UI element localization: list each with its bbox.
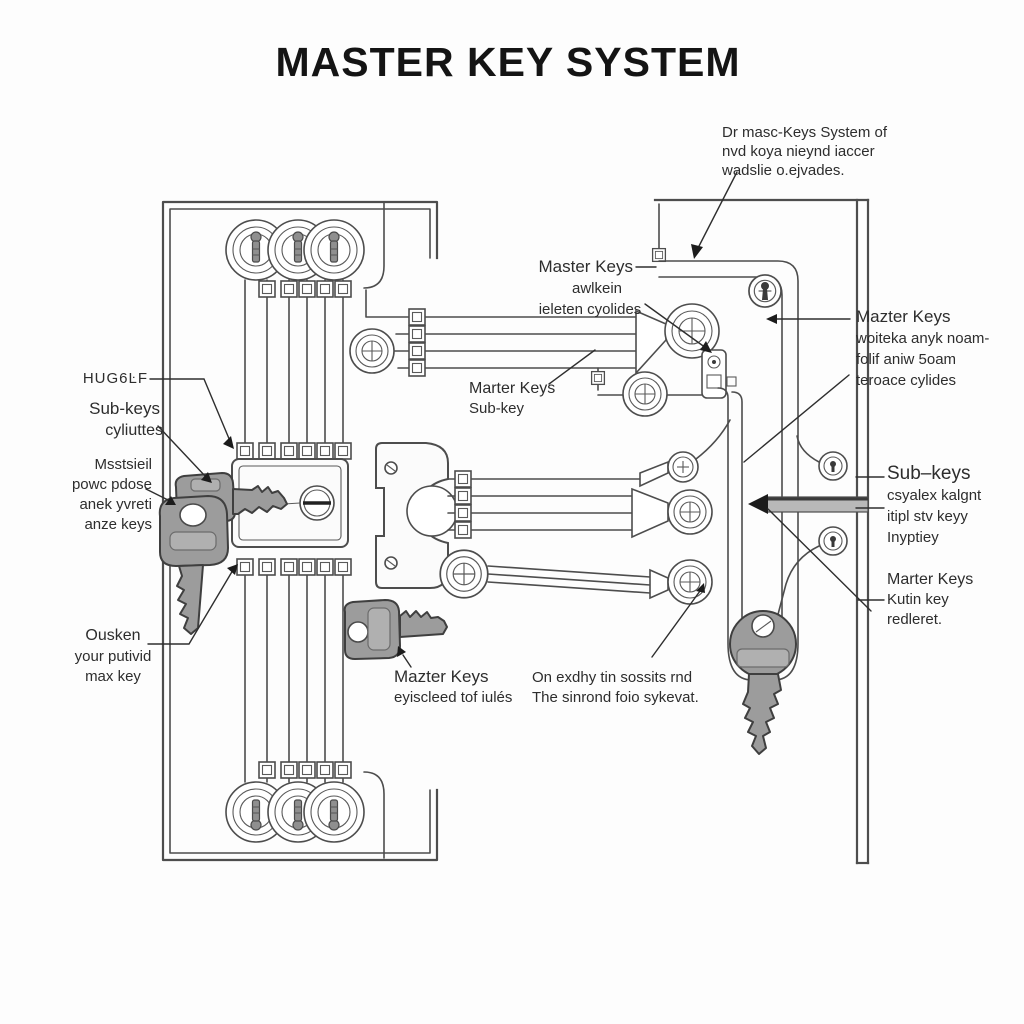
labels: MASTER KEY SYSTEM Dr masc-Keys System of… (72, 39, 989, 706)
svg-text:anek yvreti: anek yvreti (79, 496, 152, 513)
svg-text:redleret.: redleret. (887, 611, 942, 628)
page-title: MASTER KEY SYSTEM (275, 39, 740, 85)
wire-group-middle (447, 419, 731, 539)
label-hugelf: HUG6ĿF (83, 370, 148, 387)
svg-text:Marter Keys: Marter Keys (469, 380, 555, 397)
svg-text:Master Keys: Master Keys (539, 257, 633, 276)
svg-text:Inyptiey: Inyptiey (887, 529, 939, 546)
svg-text:cyliuttes: cyliuttes (105, 422, 163, 439)
label-sub-keys-right: Sub–keys csyalex kalgnt itipl stv keyy I… (887, 463, 982, 546)
svg-text:Kutin key: Kutin key (887, 591, 949, 608)
label-ousken: Ousken your putivid max key (75, 627, 152, 685)
svg-text:Marter Keys: Marter Keys (887, 571, 973, 588)
svg-text:folif aniw 5oam: folif aniw 5oam (856, 351, 956, 368)
svg-text:Mazter Keys: Mazter Keys (856, 307, 950, 326)
svg-text:HUG6ĿF: HUG6ĿF (83, 370, 148, 387)
svg-text:itipl stv keyy: itipl stv keyy (887, 508, 968, 525)
svg-text:csyalex kalgnt: csyalex kalgnt (887, 487, 982, 504)
key-vertical-left (158, 495, 229, 635)
svg-text:Sub-keys: Sub-keys (89, 399, 160, 418)
svg-text:wadslie o.ejvades.: wadslie o.ejvades. (721, 162, 845, 179)
svg-text:woiteka anyk noam-: woiteka anyk noam- (855, 330, 989, 347)
label-master-keys-top: Master Keys awlkein ieleten cyolides (539, 257, 642, 318)
label-marter-keys-right: Marter Keys Kutin key redleret. (887, 571, 973, 628)
svg-text:anze keys: anze keys (84, 516, 152, 533)
key-small-middle (343, 599, 448, 660)
key-hook-loops (225, 219, 365, 843)
svg-text:awlkein: awlkein (572, 280, 622, 297)
label-sub-keys-left: Sub-keys cyliuttes (89, 399, 163, 439)
junction-key-blade (748, 494, 869, 514)
svg-text:teroace cylides: teroace cylides (856, 372, 956, 389)
key-large-right (729, 610, 797, 755)
svg-text:eyiscleed tof iulés: eyiscleed tof iulés (394, 689, 512, 706)
lock-body (231, 442, 352, 576)
label-marter-keys-mid: Marter Keys Sub-key (469, 380, 555, 417)
svg-text:your putivid: your putivid (75, 648, 152, 665)
svg-text:Mazter Keys: Mazter Keys (394, 667, 488, 686)
label-msstsieil: Msstsieil powc pdose anek yvreti anze ke… (72, 456, 152, 533)
svg-text:Msstsieil: Msstsieil (94, 456, 152, 473)
wire-group-lower (439, 549, 713, 605)
wire-group-upper (349, 289, 737, 417)
label-on-exdhy: On exdhy tin sossits rnd The sinrond foi… (532, 669, 699, 706)
svg-text:Sub-key: Sub-key (469, 400, 525, 417)
svg-text:Ousken: Ousken (85, 627, 140, 644)
svg-text:powc pdose: powc pdose (72, 476, 152, 493)
svg-text:Dr masc-Keys System of: Dr masc-Keys System of (722, 124, 888, 141)
svg-text:ieleten cyolides: ieleten cyolides (539, 301, 642, 318)
svg-text:nvd koya nieynd iaccer: nvd koya nieynd iaccer (722, 143, 875, 160)
svg-text:max key: max key (85, 668, 141, 685)
svg-text:The sinrond foio sykevat.: The sinrond foio sykevat. (532, 689, 699, 706)
svg-text:Sub–keys: Sub–keys (887, 463, 970, 484)
label-mazter-keys-right: Mazter Keys woiteka anyk noam- folif ani… (855, 307, 989, 389)
label-top-right-note: Dr masc-Keys System of nvd koya nieynd i… (721, 124, 888, 179)
label-mazter-keys-bottom: Mazter Keys eyiscleed tof iulés (394, 667, 512, 706)
svg-text:On exdhy tin sossits rnd: On exdhy tin sossits rnd (532, 669, 692, 686)
annotation-lines (145, 171, 885, 668)
